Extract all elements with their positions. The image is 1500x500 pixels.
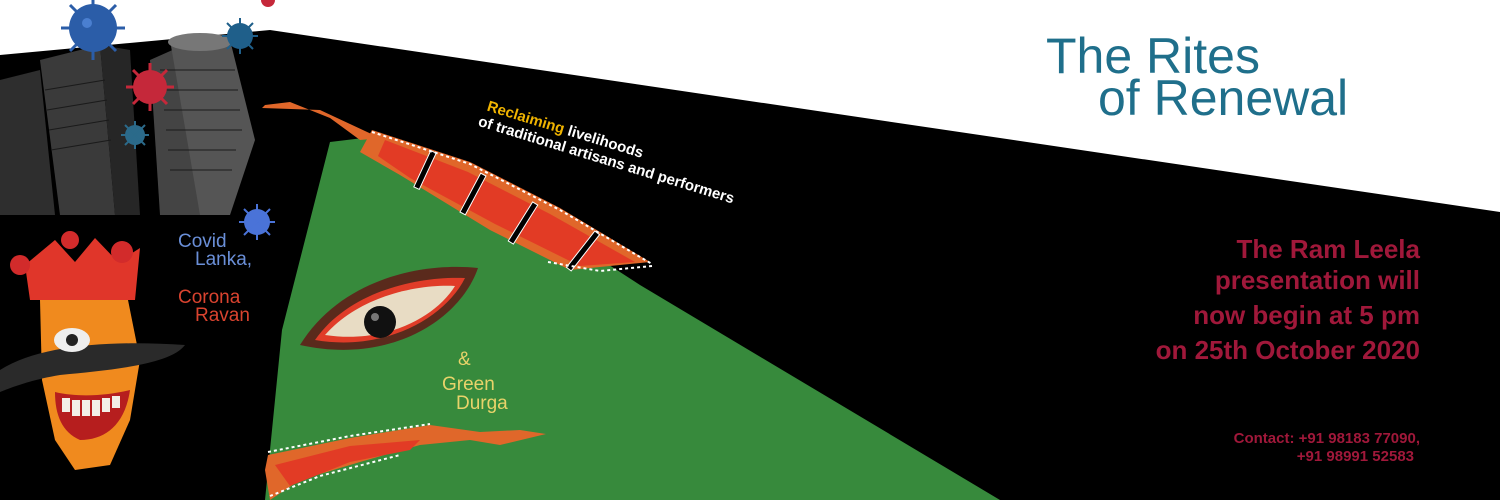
virus-icon bbox=[222, 18, 258, 54]
demon-mask-graphic bbox=[0, 231, 185, 470]
title-line-2: of Renewal bbox=[1098, 70, 1349, 126]
green-label-line-1: Green bbox=[442, 374, 495, 395]
eye-graphic bbox=[300, 266, 478, 350]
virus-icon bbox=[121, 121, 149, 149]
virus-icon bbox=[261, 0, 275, 7]
covid-label-line-1: Covid bbox=[178, 231, 227, 252]
durga-label-line-2: Durga bbox=[456, 393, 508, 414]
film-strip-bottom bbox=[265, 423, 546, 500]
announcement-line-4: on 25th October 2020 bbox=[1155, 335, 1420, 365]
announcement-line-1: The Ram Leela bbox=[1236, 234, 1420, 264]
virus-icon bbox=[126, 63, 174, 111]
announcement-line-2: presentation will bbox=[1214, 265, 1420, 295]
green-face bbox=[265, 136, 1000, 500]
virus-icon bbox=[239, 204, 275, 240]
film-strip-top bbox=[262, 102, 653, 273]
corona-label-line-1: Corona bbox=[178, 287, 241, 308]
title-line-1: The Rites bbox=[1046, 28, 1260, 84]
virus-icon bbox=[10, 255, 30, 275]
virus-icon bbox=[61, 0, 125, 60]
corona-label-line-2: Ravan bbox=[195, 305, 250, 326]
announcement-line-3: now begin at 5 pm bbox=[1193, 300, 1420, 330]
covid-label-line-2: Lanka, bbox=[195, 249, 253, 270]
virus-icon bbox=[111, 241, 133, 263]
contact-line-1: Contact: +91 98183 77090, bbox=[1233, 430, 1420, 447]
contact-line-2: +91 98991 52583 bbox=[1296, 448, 1414, 465]
virus-icon bbox=[61, 231, 79, 249]
ampersand-label: & bbox=[458, 349, 471, 370]
